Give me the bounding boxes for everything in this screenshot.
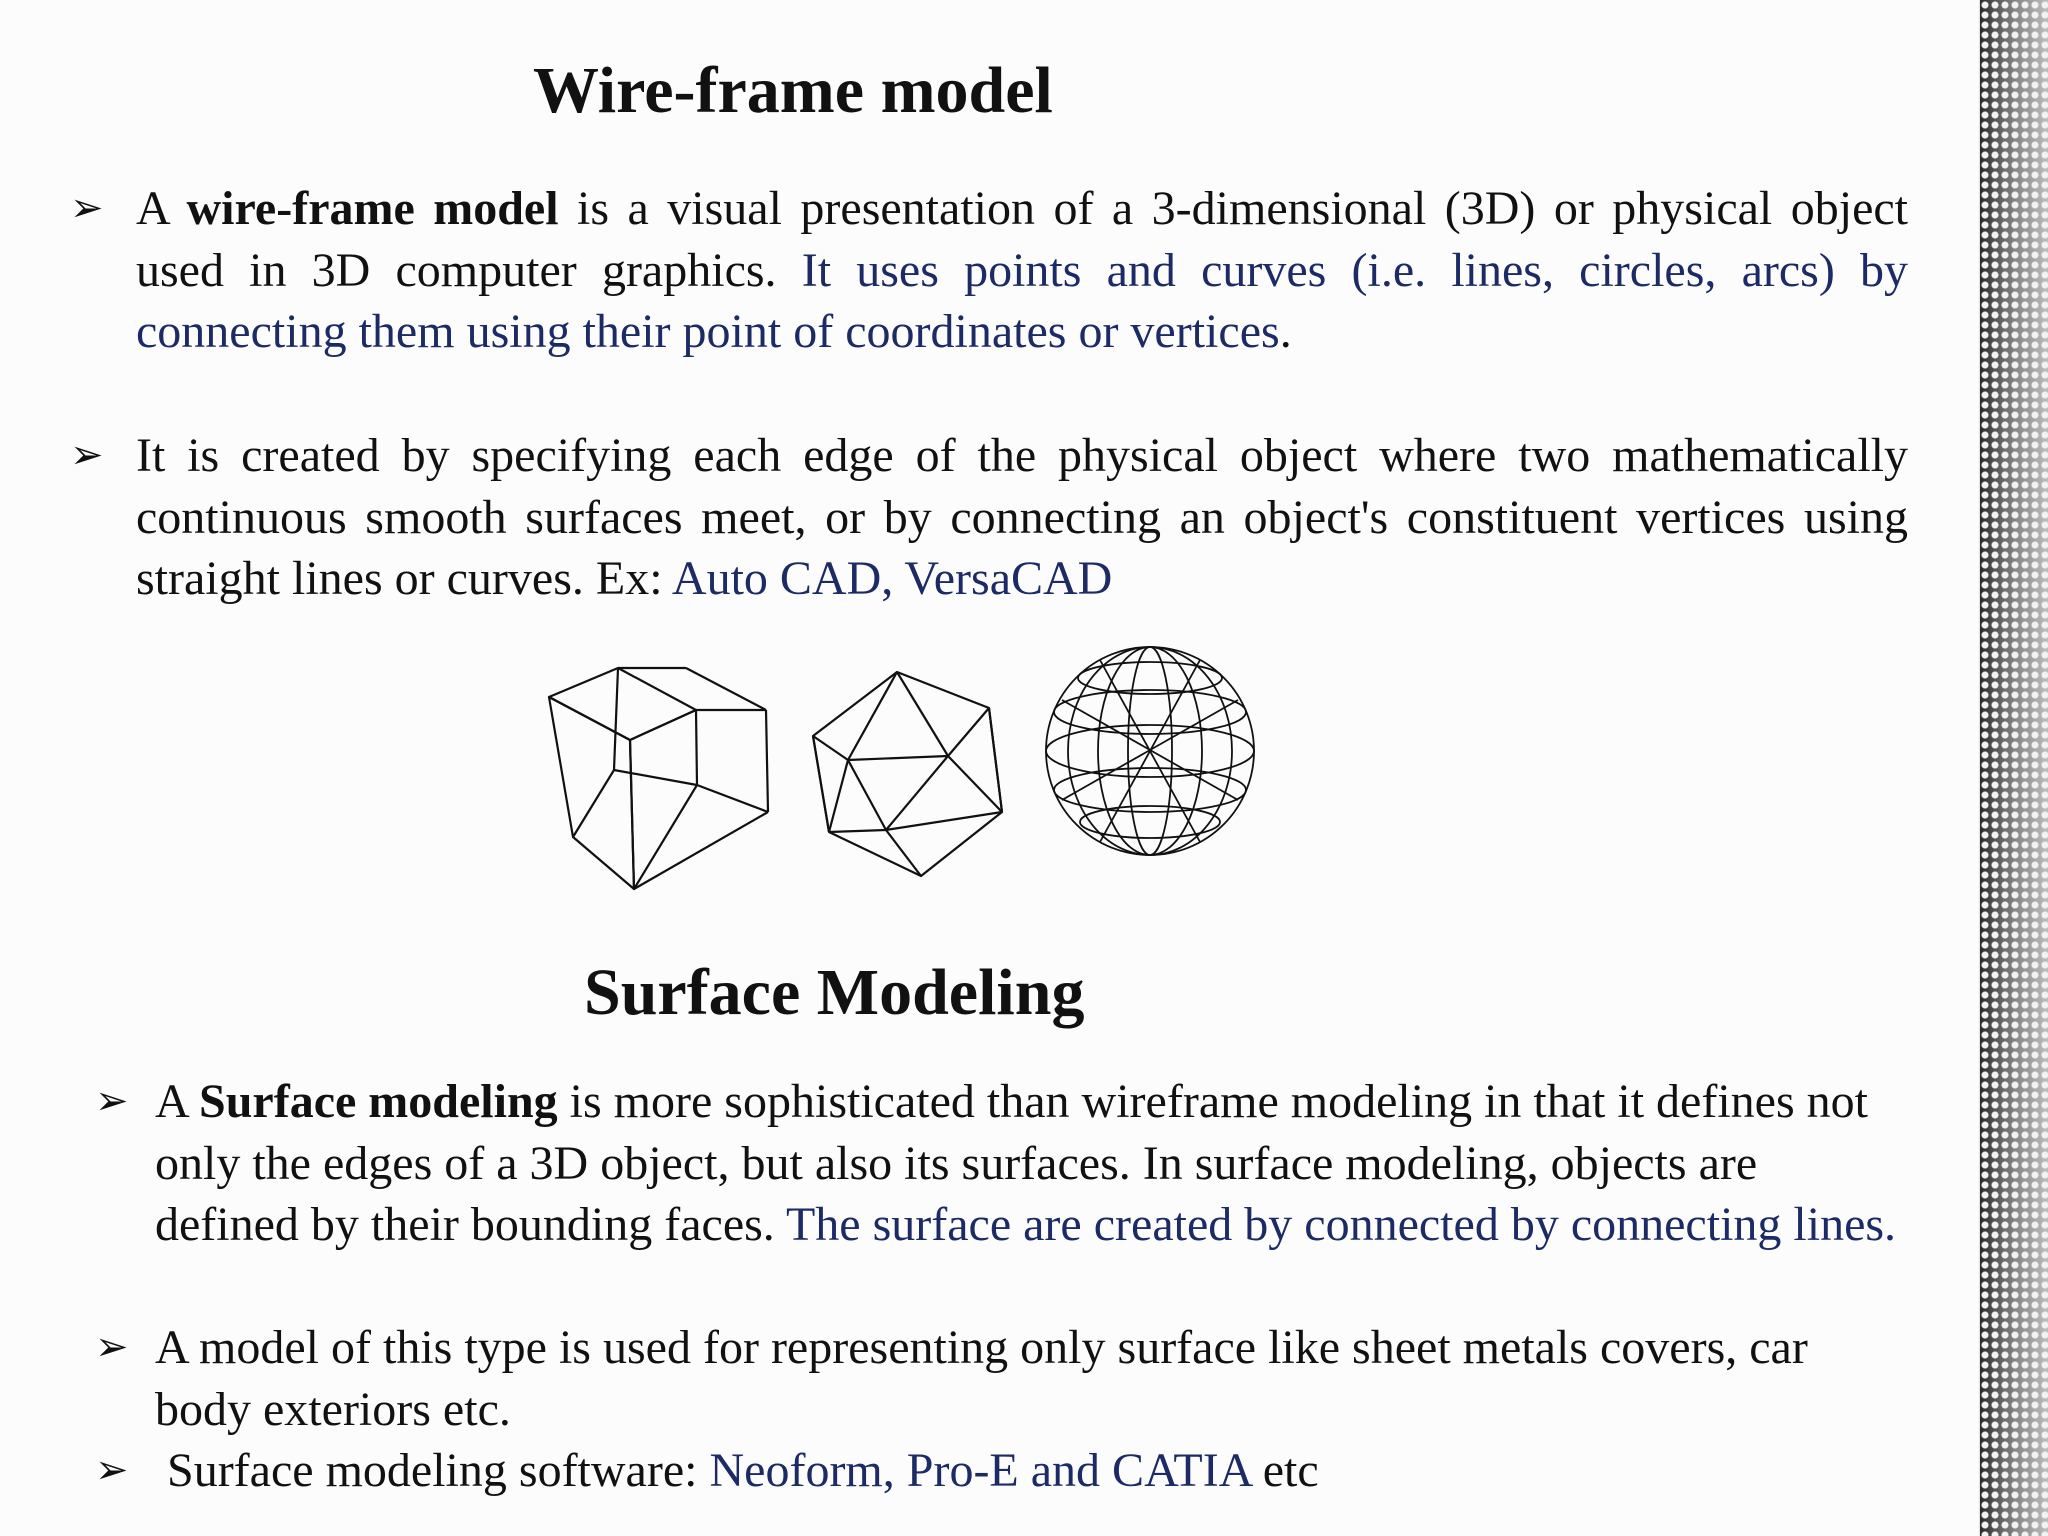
- highlight-text: The surface are created by connected by …: [785, 1198, 1897, 1251]
- arrow-bullet-icon: ➢: [70, 185, 104, 231]
- term-surface-modeling: Surface modeling: [199, 1075, 558, 1128]
- highlight-text: It uses points and curves (i.e. lines, c…: [136, 243, 1909, 359]
- highlight-text: Auto CAD, VersaCAD: [671, 552, 1113, 605]
- term-wireframe: wire-frame model: [186, 182, 559, 235]
- bullet-surface-definition: ➢A Surface modeling is more sophisticate…: [95, 1071, 1910, 1256]
- slide: Wire-frame model ➢A wire-frame model is …: [70, 54, 1910, 1502]
- bullet-wireframe-creation: ➢It is created by specifying each edge o…: [70, 425, 1908, 610]
- highlight-text: Neoform, Pro-E and CATIA: [709, 1444, 1251, 1497]
- arrow-bullet-icon: ➢: [95, 1078, 129, 1124]
- section-title-surface-modeling: Surface Modeling: [584, 956, 1085, 1029]
- arrow-bullet-icon: ➢: [95, 1447, 129, 1493]
- decorative-side-border: [1980, 0, 2048, 1536]
- arrow-bullet-icon: ➢: [95, 1324, 129, 1370]
- wireframe-cube-icon: [547, 666, 770, 891]
- bullet-surface-software: ➢ Surface modeling software: Neoform, Pr…: [95, 1440, 1910, 1502]
- wireframe-sphere-icon: [1045, 646, 1255, 856]
- bullet-wireframe-definition: ➢A wire-frame model is a visual presenta…: [70, 178, 1909, 363]
- wireframe-icosahedron-icon: [811, 670, 1004, 878]
- wireframe-figures: [547, 646, 1255, 891]
- section-title-wireframe: Wire-frame model: [533, 54, 1053, 127]
- arrow-bullet-icon: ➢: [70, 432, 104, 478]
- bullet-surface-usage: ➢A model of this type is used for repres…: [95, 1317, 1910, 1440]
